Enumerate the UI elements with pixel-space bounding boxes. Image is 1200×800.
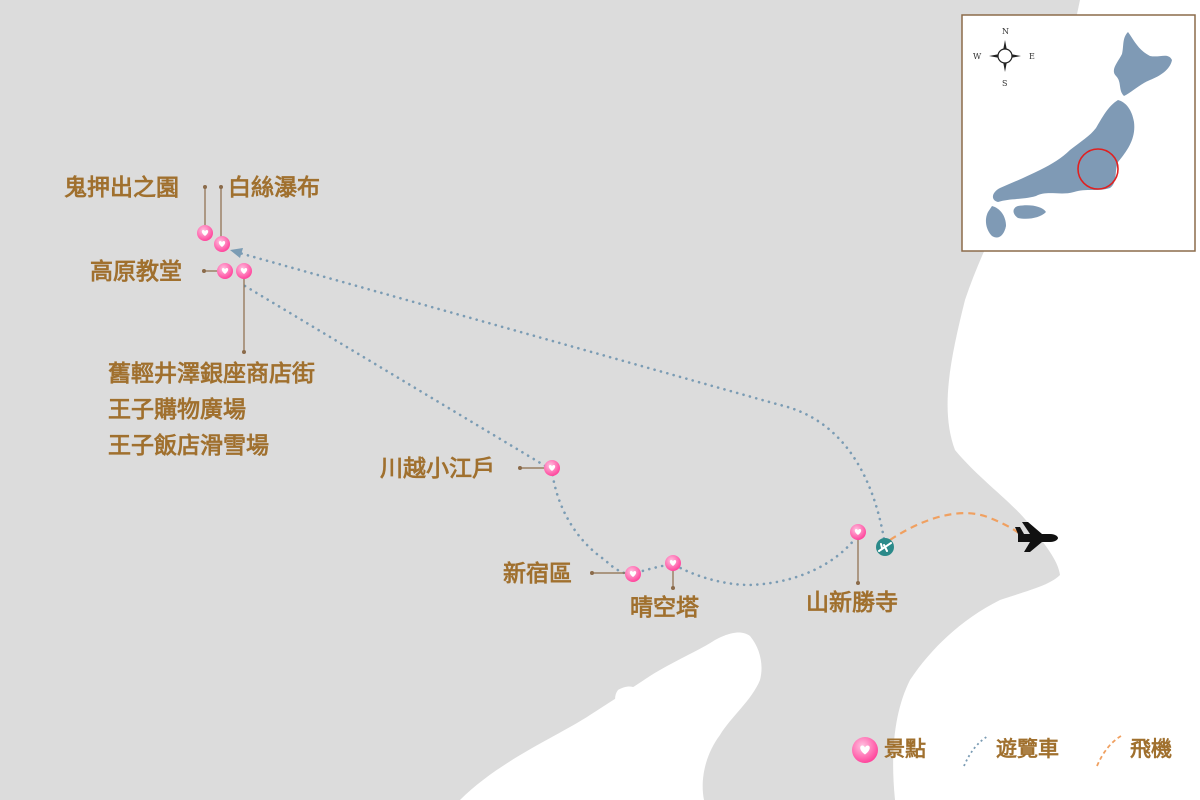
japan-hokkaido [1113,32,1172,96]
label-skytree: 晴空塔 [630,595,699,621]
bay-water [460,632,762,800]
label-prince-shopping: 王子購物廣場 [108,397,246,423]
compass-s: S [1002,79,1008,88]
airplane-icon [1015,522,1058,552]
bus-route [243,284,862,587]
compass-rose-icon [989,40,1021,72]
legend-flight-label: 飛機 [1130,737,1172,761]
label-shinshoji: 山新勝寺 [806,590,898,616]
heart-pin-icon[interactable] [544,460,560,476]
label-onioshidashi: 鬼押出之園 [64,175,179,201]
label-kawagoe: 川越小江戶 [380,456,495,482]
leader-dots [202,185,860,590]
flight-route [889,512,1026,541]
inset-map [961,14,1196,252]
japan-honshu [992,100,1135,202]
highlight-circle [1077,148,1119,190]
label-karuizawa-ginza: 舊輕井澤銀座商店街 [108,361,315,387]
heart-pin-icon[interactable] [214,236,230,252]
heart-pin-icon[interactable] [625,566,641,582]
label-shinjuku: 新宿區 [503,561,572,587]
compass-n: N [1002,27,1009,36]
dotted-line-icon [963,735,989,767]
legend-bus-label: 遊覽車 [996,737,1059,761]
label-kogen-church: 高原教堂 [90,259,182,285]
bus-route-arrow [230,248,243,258]
leader-lines [204,187,859,588]
heart-pin-icon[interactable] [665,555,681,571]
japan-kyushu [985,206,1006,238]
legend-spot-label: 景點 [884,737,926,761]
land-area [0,0,1080,800]
label-prince-hotel-ski: 王子飯店滑雪場 [108,433,269,459]
heart-pin-icon[interactable] [236,263,252,279]
heart-pin-icon[interactable] [197,225,213,241]
bay-inlet [615,686,641,711]
compass-w: W [973,52,982,61]
heart-pin-icon[interactable] [217,263,233,279]
airport-icon[interactable] [876,538,894,556]
compass-e: E [1029,52,1035,61]
heart-pin-icon[interactable] [850,524,866,540]
label-shiraito: 白絲瀑布 [228,175,320,201]
bus-route [234,250,887,547]
heart-pin-icon [852,737,878,763]
dashed-line-icon [1096,735,1122,767]
japan-shikoku [1013,205,1046,219]
